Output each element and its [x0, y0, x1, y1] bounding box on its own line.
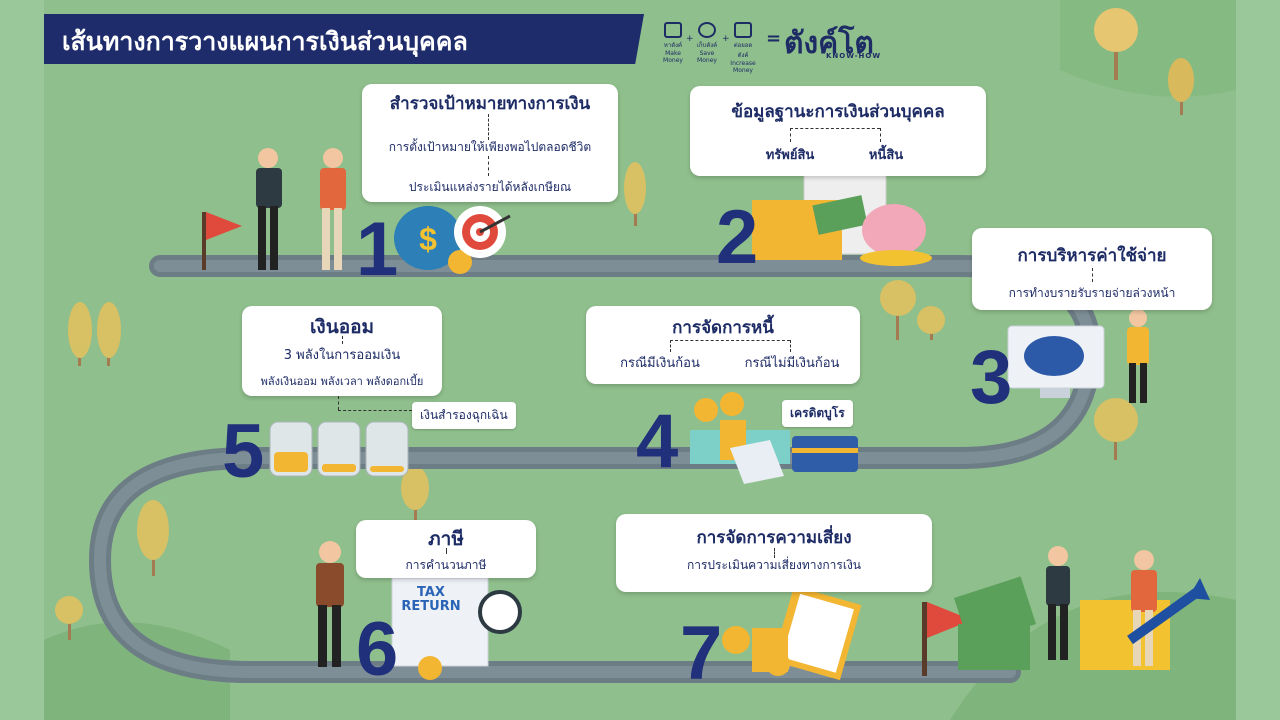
- step6-connector: [446, 548, 447, 554]
- step6-card: ภาษี การคำนวนภาษี: [356, 520, 536, 578]
- step4-connector-left: [670, 340, 671, 352]
- step1-connector-2: [488, 156, 489, 176]
- step3-connector: [1092, 268, 1093, 282]
- step2-connector-left: [790, 128, 791, 142]
- hill-left: [44, 622, 230, 720]
- step4-line-2: กรณีไม่มีเงินก้อน: [744, 356, 840, 371]
- logo-item-save-money: เก็บตังค์ Save Money: [694, 22, 720, 64]
- tree-10: [55, 596, 83, 640]
- page-title-bar: เส้นทางการวางแผนการเงินส่วนบุคคล: [44, 14, 644, 64]
- step5-tag-connector-h: [338, 410, 412, 411]
- tree-8: [1094, 398, 1138, 460]
- step5-title: เงินออม: [309, 316, 375, 338]
- step2-documents-illustration: [752, 167, 932, 266]
- step4-connector: [670, 340, 790, 341]
- hill-top-right: [1060, 0, 1236, 97]
- step2-connector: [790, 128, 880, 129]
- brand-logo: ตังค์โต: [784, 26, 874, 61]
- step5-tag-connector: [338, 396, 339, 410]
- start-flag: [202, 212, 242, 270]
- step5-tag: เงินสำรองฉุกเฉิน: [412, 402, 516, 429]
- step6-title: ภาษี: [428, 528, 464, 550]
- logo-item-make-money: หาตังค์ Make Money: [660, 22, 686, 64]
- step6-line-1: การคำนวนภาษี: [405, 558, 487, 572]
- step2-number: 2: [716, 195, 759, 280]
- logo-item-sublabel: Increase Money: [730, 60, 756, 74]
- step2-line-2: หนี้สิน: [868, 148, 904, 163]
- step4-tag: เครดิตบูโร: [782, 400, 853, 427]
- step1-people-illustration: [256, 148, 346, 270]
- step7-connector: [774, 548, 775, 558]
- step6-number: 6: [356, 607, 399, 692]
- step5-jars-illustration: [269, 421, 409, 477]
- step2-card: ข้อมูลฐานะการเงินส่วนบุคคล ทรัพย์สิน หนี…: [690, 86, 986, 176]
- step5-line-2: พลังเงินออม พลังเวลา พลังดอกเบี้ย: [260, 375, 424, 388]
- brand-logo-sub: KNOW-HOW: [826, 52, 882, 60]
- step4-title: การจัดการหนี้: [672, 318, 774, 338]
- logo-plus-2: +: [722, 34, 730, 44]
- step2-connector-right: [880, 128, 881, 142]
- logo-item-label: เก็บตังค์: [696, 42, 718, 49]
- logo-equals: =: [766, 28, 782, 49]
- step7-line-1: การประเมินความเสี่ยงทางการเงิน: [686, 558, 862, 572]
- step3-computer-illustration: [1007, 309, 1149, 403]
- tree-3: [624, 162, 646, 226]
- step7-card: การจัดการความเสี่ยง การประเมินความเสี่ยง…: [616, 514, 932, 592]
- step7-checklist-illustration: [722, 585, 862, 681]
- logo-item-increase-money: ต่อยอดตังค์ Increase Money: [730, 22, 756, 74]
- logo-item-label: หาตังค์: [663, 42, 683, 49]
- piggy-icon: [698, 22, 716, 38]
- step7-number: 7: [680, 611, 723, 696]
- step1-line-1: การตั้งเป้าหมายให้เพียงพอไปตลอดชีวิต: [388, 140, 592, 154]
- tree-11: [401, 466, 429, 520]
- money-icon: [734, 22, 752, 38]
- step5-number: 5: [222, 409, 265, 494]
- step3-card: การบริหารค่าใช้จ่าย การทำงบรายรับรายจ่าย…: [972, 228, 1212, 310]
- logo-item-sublabel: Make Money: [663, 50, 683, 64]
- step3-title: การบริหารค่าใช้จ่าย: [1017, 246, 1167, 266]
- finish-celebration-illustration: [953, 546, 1210, 670]
- step1-number: 1: [356, 207, 399, 292]
- tree-2: [1168, 58, 1194, 115]
- finish-flag: [922, 602, 972, 676]
- page-title: เส้นทางการวางแผนการเงินส่วนบุคคล: [62, 27, 468, 56]
- logo-item-label: ต่อยอดตังค์: [733, 42, 753, 59]
- step1-title: สำรวจเป้าหมายทางการเงิน: [389, 94, 591, 114]
- tree-7: [917, 306, 945, 340]
- step3-line-1: การทำงบรายรับรายจ่ายล่วงหน้า: [1008, 286, 1176, 300]
- step5-card: เงินออม 3 พลังในการออมเงิน พลังเงินออม พ…: [242, 306, 442, 396]
- tree-4: [68, 302, 92, 366]
- step4-number: 4: [636, 399, 679, 484]
- tree-1: [1094, 8, 1138, 80]
- step1-line-2: ประเมินแหล่งรายได้หลังเกษียณ: [408, 180, 572, 194]
- logo-item-sublabel: Save Money: [697, 50, 717, 64]
- tree-9: [137, 500, 169, 576]
- step4-coins-cards-illustration: [690, 392, 858, 484]
- step5-connector: [342, 336, 343, 344]
- step6-tax-illustration: [316, 541, 522, 680]
- tree-6: [880, 280, 916, 340]
- step2-line-1: ทรัพย์สิน: [765, 148, 815, 163]
- step1-card: สำรวจเป้าหมายทางการเงิน การตั้งเป้าหมายใ…: [362, 84, 618, 202]
- step4-line-1: กรณีมีเงินก้อน: [620, 356, 700, 371]
- money-bag-icon: $: [394, 206, 472, 274]
- tax-return-sign: TAX RETURN: [401, 585, 461, 614]
- logo-plus-1: +: [686, 34, 694, 44]
- house-icon: [664, 22, 682, 38]
- target-icon: [454, 206, 511, 258]
- step5-line-1: 3 พลังในการออมเงิน: [283, 348, 401, 363]
- step3-number: 3: [970, 335, 1013, 420]
- step2-title: ข้อมูลฐานะการเงินส่วนบุคคล: [731, 102, 945, 122]
- svg-text:$: $: [419, 221, 437, 257]
- tree-5: [97, 302, 121, 366]
- step7-title: การจัดการความเสี่ยง: [696, 528, 852, 548]
- step4-connector-right: [790, 340, 791, 352]
- step1-connector: [488, 114, 489, 140]
- step4-card: การจัดการหนี้ กรณีมีเงินก้อน กรณีไม่มีเง…: [586, 306, 860, 384]
